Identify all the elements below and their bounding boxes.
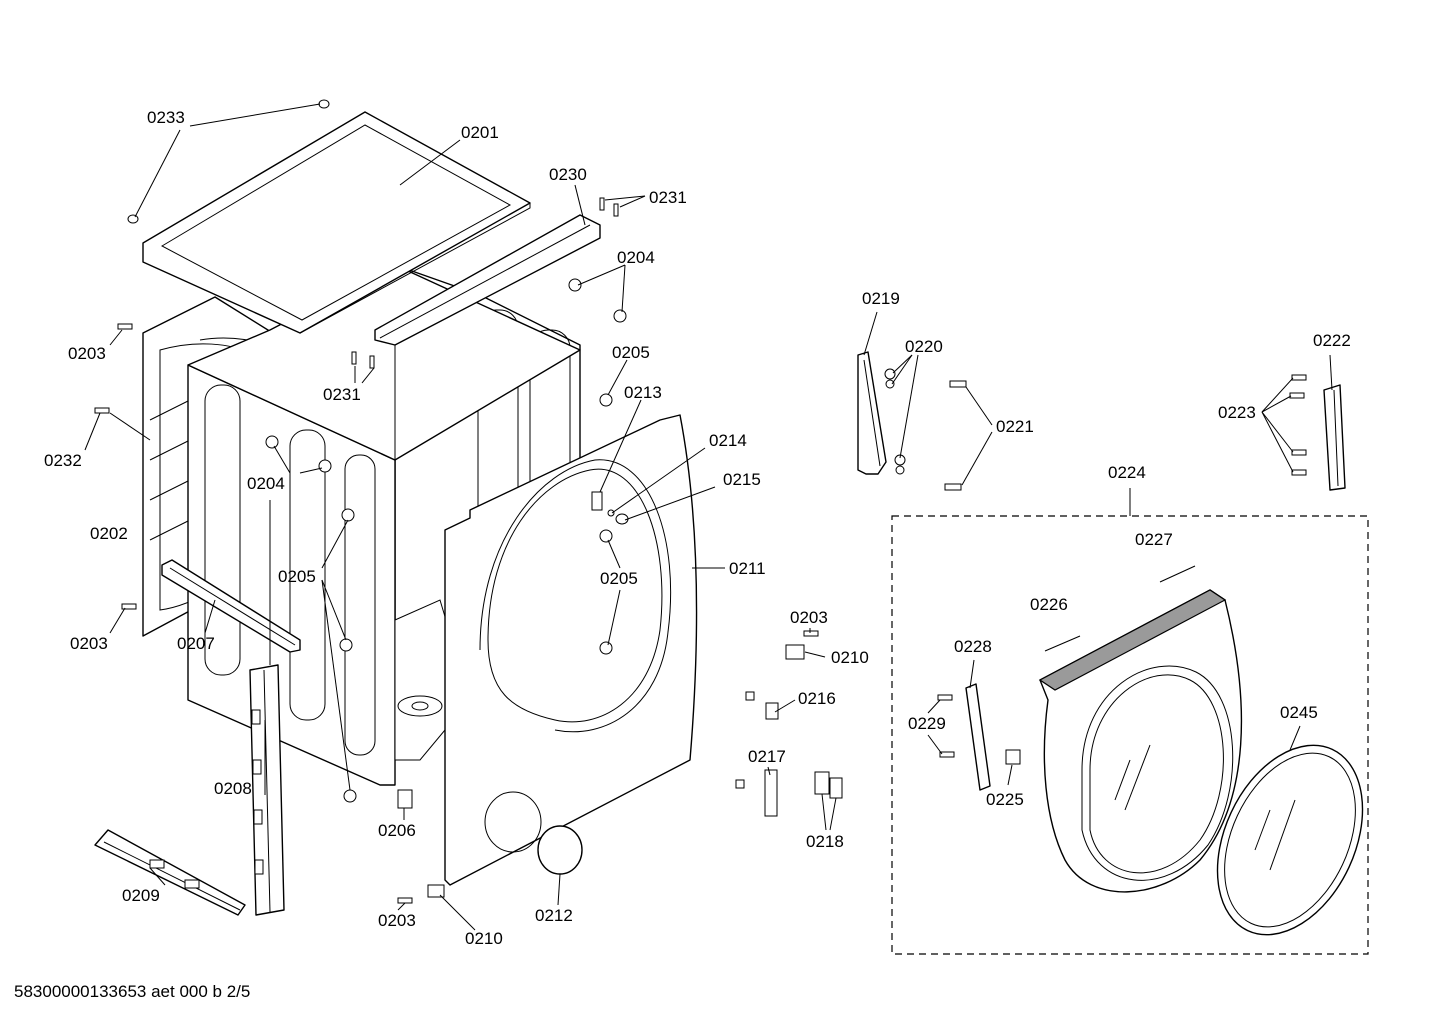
label-0213: 0213 <box>624 383 662 402</box>
part-labels: 0233 0201 0230 0231 0204 0203 0231 0205 … <box>44 108 1351 948</box>
label-0225: 0225 <box>986 790 1024 809</box>
label-0220: 0220 <box>905 337 943 356</box>
label-0223: 0223 <box>1218 403 1256 422</box>
cabinet-left-side <box>187 364 396 786</box>
part-0212-service-cover <box>537 825 583 875</box>
label-0203-low: 0203 <box>70 634 108 653</box>
part-0207-rail <box>161 559 301 653</box>
label-0209: 0209 <box>122 886 160 905</box>
label-0204-top: 0204 <box>617 248 655 267</box>
label-0205-mid: 0205 <box>278 567 316 586</box>
label-0229: 0229 <box>908 714 946 733</box>
label-0233: 0233 <box>147 108 185 127</box>
label-0203-top: 0203 <box>68 344 106 363</box>
label-0210-middle: 0210 <box>831 648 869 667</box>
part-0230-cross-rail <box>374 214 601 460</box>
hinge-parts <box>857 351 967 491</box>
label-0203-middle: 0203 <box>790 608 828 627</box>
label-0206: 0206 <box>378 821 416 840</box>
label-0218: 0218 <box>806 832 844 851</box>
label-0214: 0214 <box>709 431 747 450</box>
label-0210-bottom: 0210 <box>465 929 503 948</box>
label-0232: 0232 <box>44 451 82 470</box>
label-0231-top: 0231 <box>649 188 687 207</box>
label-0227: 0227 <box>1135 530 1173 549</box>
middle-small-parts <box>735 630 843 817</box>
label-0228: 0228 <box>954 637 992 656</box>
label-0212: 0212 <box>535 906 573 925</box>
part-0211-front-panel <box>444 414 698 886</box>
label-0230: 0230 <box>549 165 587 184</box>
label-0205-top: 0205 <box>612 343 650 362</box>
label-0221: 0221 <box>996 417 1034 436</box>
label-0211: 0211 <box>729 559 766 578</box>
label-0208: 0208 <box>214 779 252 798</box>
label-0231-mid: 0231 <box>323 385 361 404</box>
drawing-footer: 58300000133653 aet 000 b 2/5 <box>14 982 250 1001</box>
label-0216: 0216 <box>798 689 836 708</box>
label-0203-bottom: 0203 <box>378 911 416 930</box>
label-0217: 0217 <box>748 747 786 766</box>
label-0224: 0224 <box>1108 463 1146 482</box>
label-0226: 0226 <box>1030 595 1068 614</box>
label-0201: 0201 <box>461 123 499 142</box>
label-0202: 0202 <box>90 524 128 543</box>
cabinet-assembly <box>94 99 698 916</box>
label-0207: 0207 <box>177 634 215 653</box>
door-assembly-0224 <box>891 515 1369 955</box>
label-0215: 0215 <box>723 470 761 489</box>
label-0245: 0245 <box>1280 703 1318 722</box>
label-0219: 0219 <box>862 289 900 308</box>
label-0222: 0222 <box>1313 331 1351 350</box>
part-0201-top-cover <box>142 111 531 334</box>
small-fasteners <box>94 99 629 904</box>
leader-lines <box>84 103 1333 931</box>
label-0204-mid: 0204 <box>247 474 285 493</box>
part-0208-strip <box>249 664 285 916</box>
part-0222-bracket <box>1289 374 1346 491</box>
part-0209-rail <box>94 829 246 916</box>
label-0205-right: 0205 <box>600 569 638 588</box>
